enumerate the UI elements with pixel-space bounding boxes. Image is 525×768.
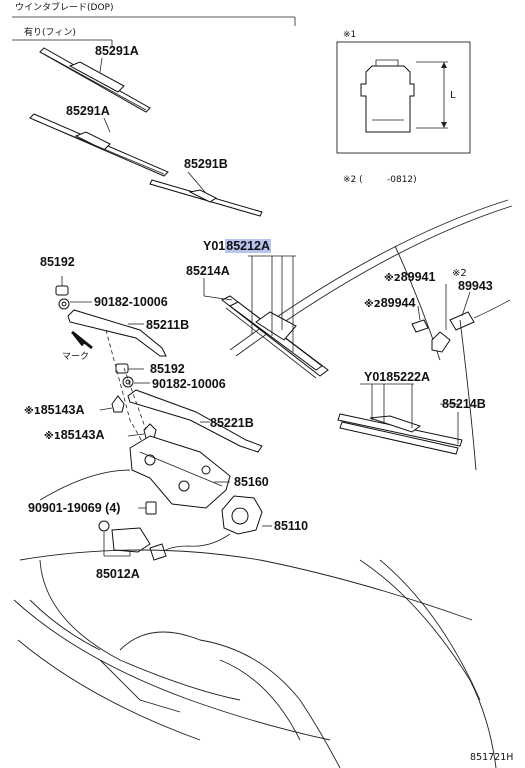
part-label-85012a[interactable]: 85012A xyxy=(96,567,140,581)
part-prefix: Y01 xyxy=(364,370,387,384)
nut-90182-1 xyxy=(58,298,70,310)
part-label-90901[interactable]: 90901-19069 (4) xyxy=(28,501,121,515)
part-label-85222a[interactable]: Y0185222A xyxy=(364,370,430,384)
section-title: ウインタブレード(DOP) xyxy=(15,3,114,13)
part-label-85211b[interactable]: 85211B xyxy=(146,318,190,332)
motor-85110 xyxy=(149,495,263,561)
mark-label: マーク xyxy=(62,352,90,362)
part-number[interactable]: 89941 xyxy=(400,270,436,284)
highlighted-part-number[interactable]: 85212A xyxy=(225,239,272,253)
pivot-85143a-2 xyxy=(143,423,157,439)
pivot-85143a-1 xyxy=(111,395,125,413)
part-note-mark: ※2 xyxy=(364,299,381,310)
arm-85221b xyxy=(127,389,263,453)
blade-85212a xyxy=(221,295,329,379)
part-label-85143a-2[interactable]: ※185143A xyxy=(44,428,104,442)
part-label-85291b[interactable]: 85291B xyxy=(184,157,228,171)
part-label-85160[interactable]: 85160 xyxy=(234,475,269,489)
part-label-85192-2[interactable]: 85192 xyxy=(150,362,185,376)
part-note-mark-89943: ※2 xyxy=(452,268,467,279)
bolt-90901 xyxy=(145,501,157,515)
part-note-mark: ※2 xyxy=(384,273,401,284)
part-label-85291a-middle[interactable]: 85291A xyxy=(66,104,110,118)
part-prefix: Y01 xyxy=(203,239,226,253)
part-label-90182-1[interactable]: 90182-10006 xyxy=(94,295,168,309)
part-label-85143a-1[interactable]: ※185143A xyxy=(24,403,84,417)
note2-range: -0812) xyxy=(387,175,417,185)
part-label-85214a[interactable]: 85214A xyxy=(186,264,230,278)
nut-90182-2 xyxy=(122,376,134,388)
diagram-id: 851721H xyxy=(470,752,514,763)
part-label-85212a[interactable]: Y0185212A xyxy=(203,239,272,253)
mark-arrow-icon xyxy=(71,330,93,350)
part-label-89941[interactable]: ※289941 xyxy=(384,270,435,284)
part-label-85192-1[interactable]: 85192 xyxy=(40,255,75,269)
header-bracket xyxy=(12,16,296,46)
blade-85291b xyxy=(149,179,263,217)
blade-85291a-top xyxy=(39,47,151,113)
part-label-89943[interactable]: 89943 xyxy=(458,279,493,293)
arm-85211b xyxy=(67,309,167,357)
inset-dimension-label: L xyxy=(450,90,456,101)
bracket-85012a xyxy=(98,520,151,553)
subgroup-label: 有り(フィン) xyxy=(24,28,76,38)
cap-85192-2 xyxy=(115,363,129,374)
blade-85291a-middle xyxy=(29,113,169,177)
part-label-85221b[interactable]: 85221B xyxy=(210,416,254,430)
part-number[interactable]: 85143A xyxy=(60,428,105,442)
note2-mark: ※2 ( xyxy=(343,175,363,185)
part-number[interactable]: 85143A xyxy=(40,403,85,417)
inset-box xyxy=(336,41,471,154)
blade-85222a xyxy=(337,413,463,455)
part-label-85214b[interactable]: 85214B xyxy=(442,397,486,411)
part-number[interactable]: 85222A xyxy=(386,370,431,384)
linkage-85160 xyxy=(129,435,231,509)
part-note-mark: ※1 xyxy=(44,431,61,442)
part-note-mark: ※1 xyxy=(24,406,41,417)
part-label-89944[interactable]: ※289944 xyxy=(364,296,415,310)
cap-85192-1 xyxy=(55,285,69,296)
washer-nozzle xyxy=(411,299,511,353)
part-label-85291a-top[interactable]: 85291A xyxy=(95,44,139,58)
part-label-85110[interactable]: 85110 xyxy=(274,519,309,533)
inset-note-mark: ※1 xyxy=(343,30,357,40)
part-label-90182-2[interactable]: 90182-10006 xyxy=(152,377,226,391)
car-body xyxy=(13,319,497,768)
part-number[interactable]: 89944 xyxy=(380,296,416,310)
